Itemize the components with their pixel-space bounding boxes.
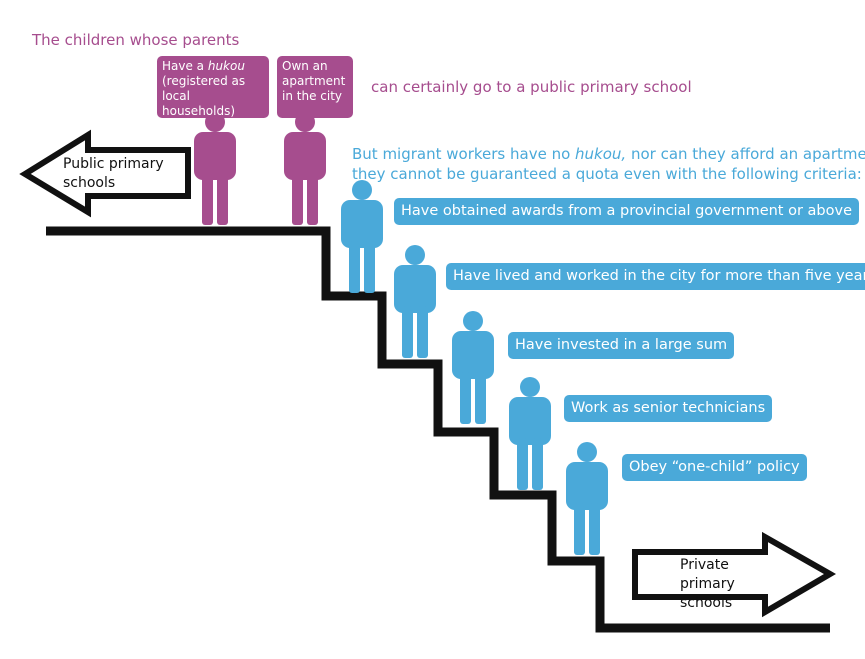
migrant-intro: But migrant workers have no hukou, nor c… (352, 144, 865, 184)
person-icon (341, 180, 383, 293)
public-schools-label: Public primary schools (63, 156, 164, 191)
public-school-result: can certainly go to a public primary sch… (371, 78, 692, 96)
migrant-intro-post: nor can they afford an apartment, (626, 145, 865, 163)
criterion-residence: Have lived and worked in the city for mo… (446, 263, 865, 290)
criterion-one-child: Obey “one-child” policy (622, 454, 807, 481)
apartment-box: Own an apartment in the city (277, 56, 353, 118)
criterion-technician: Work as senior technicians (564, 395, 773, 422)
hukou-box-post: (registered as local households) (162, 74, 246, 118)
arrow-right-icon (632, 531, 837, 618)
person-icon (284, 112, 326, 225)
criterion-investment: Have invested in a large sum (508, 332, 735, 359)
migrant-intro-em: hukou, (575, 145, 627, 163)
person-icon (194, 112, 236, 225)
person-icon (509, 377, 551, 490)
hukou-box-pre: Have a (162, 59, 208, 73)
private-schools-label: Private primary schools (680, 557, 735, 611)
person-icon (452, 311, 494, 424)
person-icon (394, 245, 436, 358)
diagram-heading: The children whose parents (32, 31, 240, 49)
hukou-box-em: hukou (207, 59, 245, 73)
staircase (46, 226, 830, 633)
hukou-box: Have a hukou(registered as local househo… (157, 56, 269, 118)
arrow-left-icon (19, 129, 191, 218)
person-icon (566, 442, 608, 555)
migrant-intro-line2: they cannot be guaranteed a quota even w… (352, 165, 862, 183)
migrant-intro-pre: But migrant workers have no (352, 145, 576, 163)
criterion-awards: Have obtained awards from a provincial g… (394, 198, 860, 225)
